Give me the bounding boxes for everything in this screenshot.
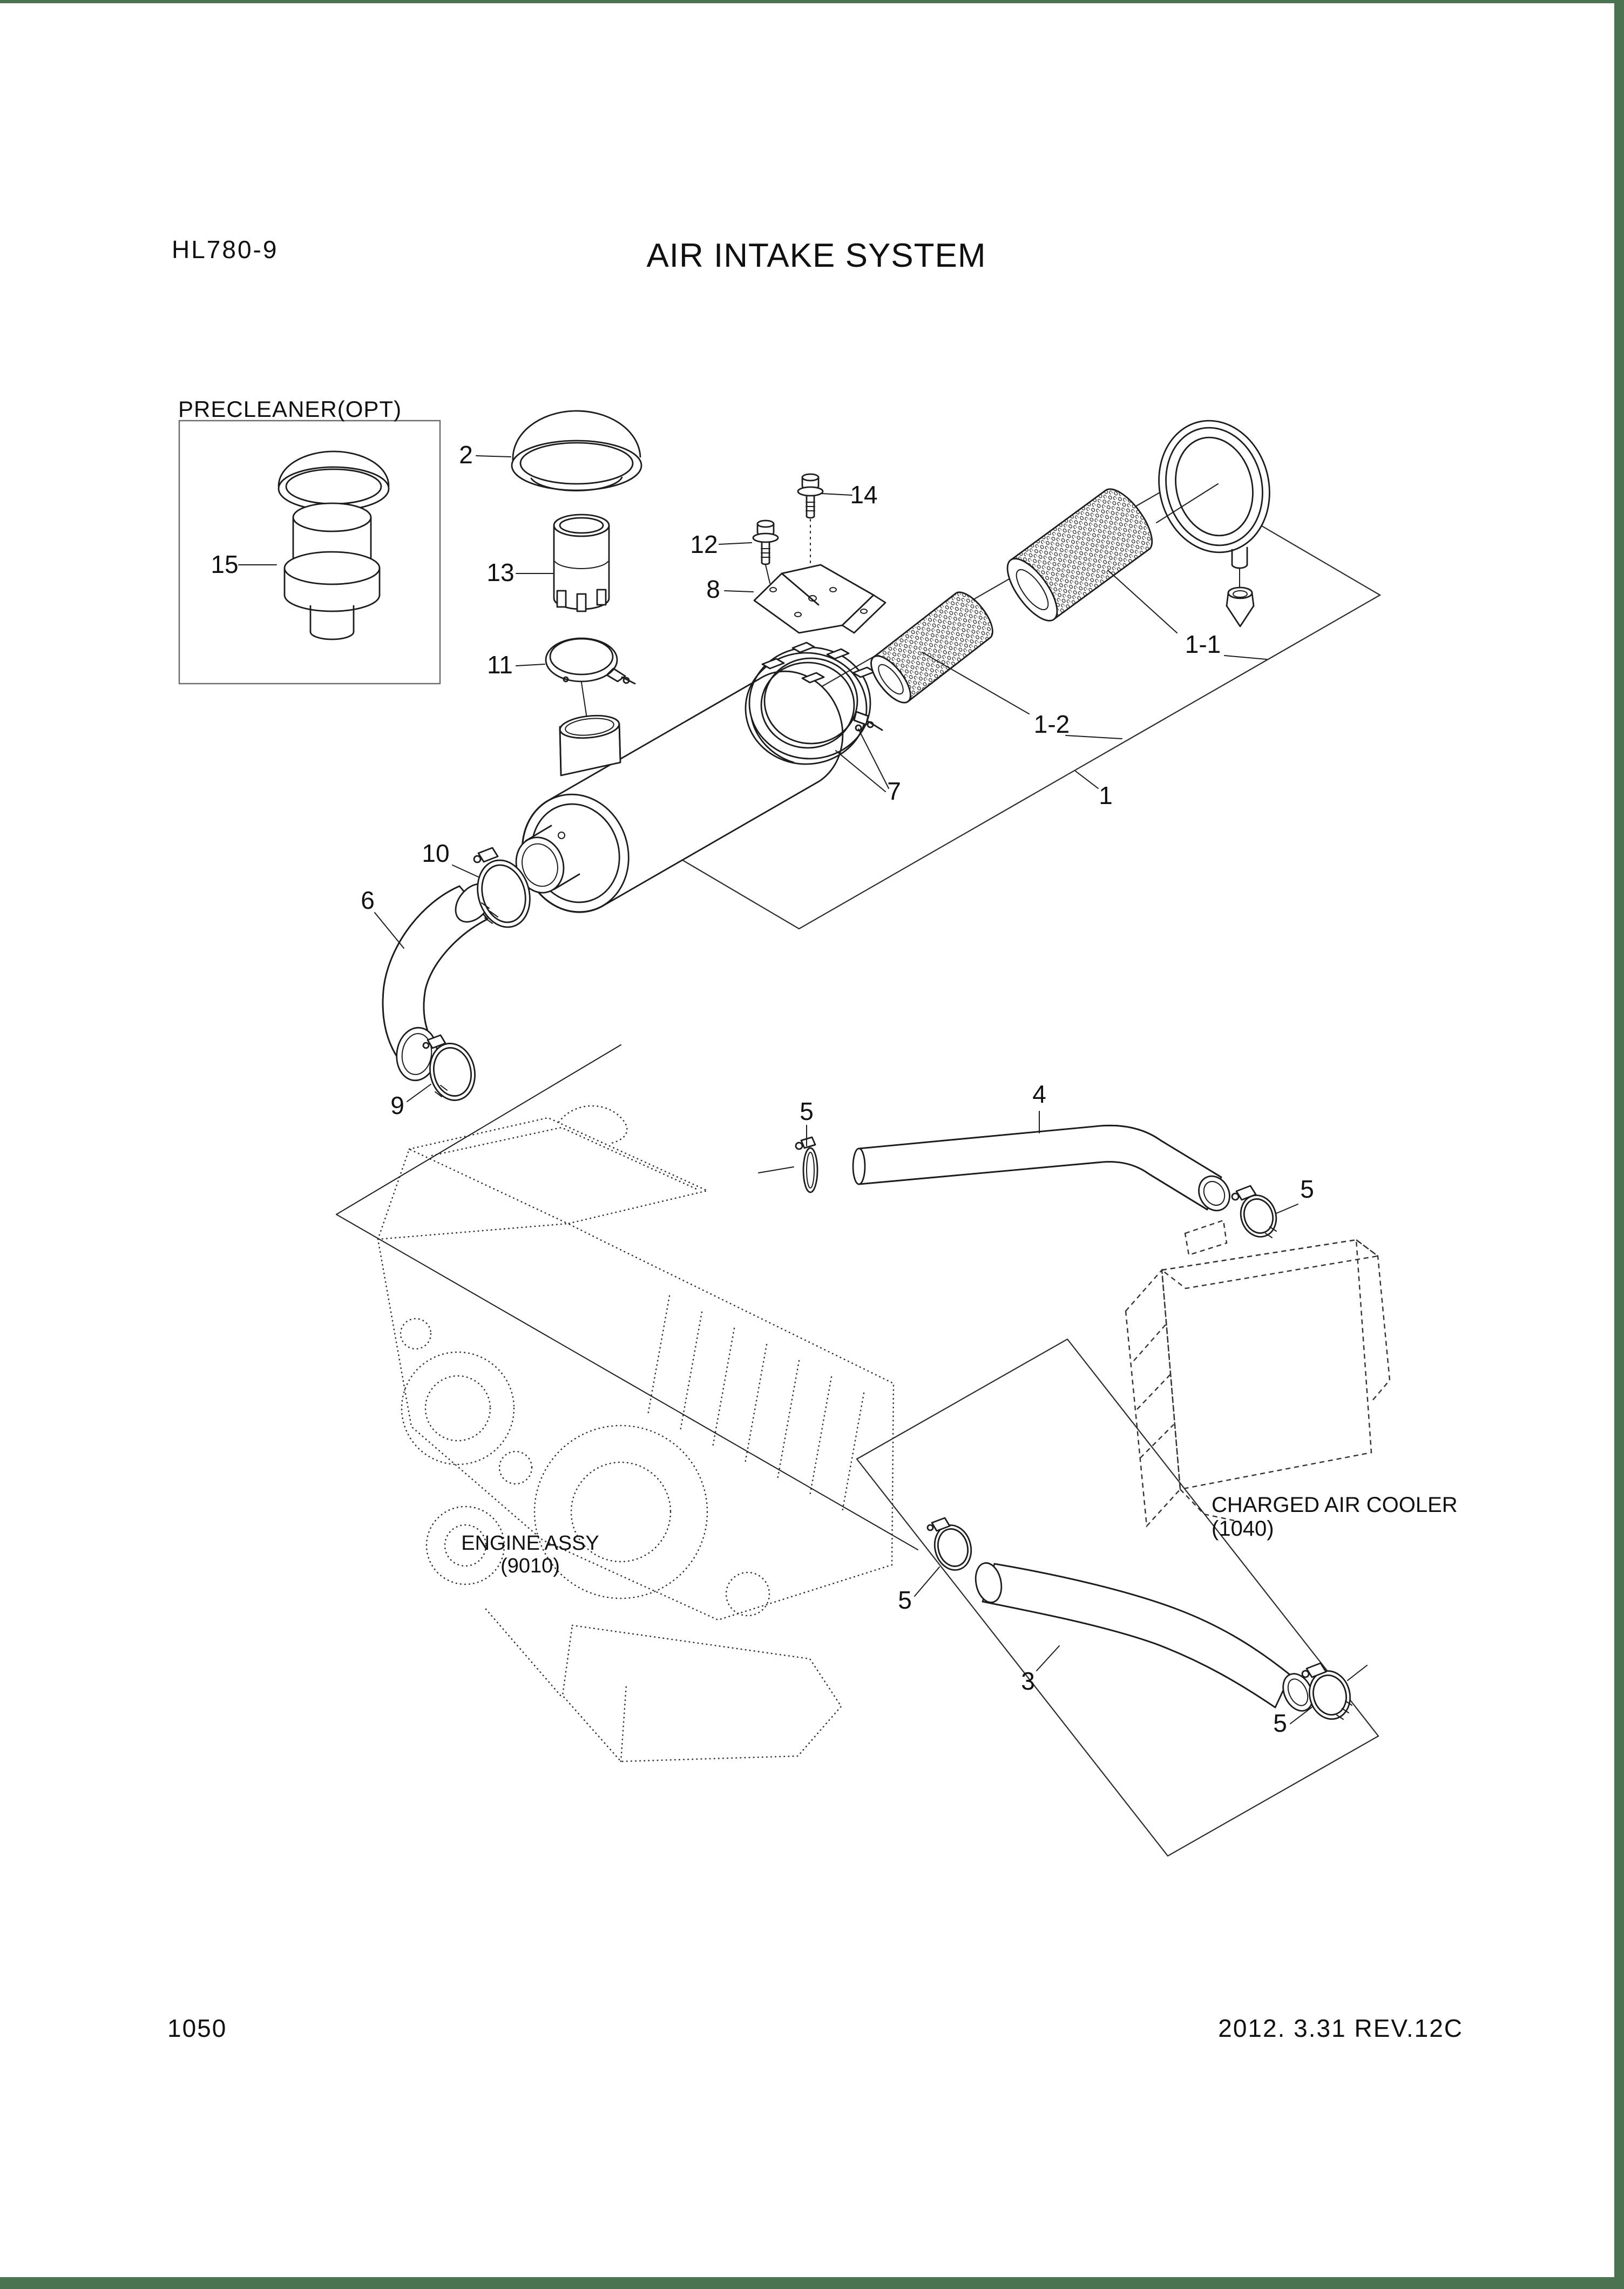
part-7-clamp-ring: [745, 642, 883, 765]
air-cleaner-body: [515, 670, 844, 913]
page-title: AIR INTAKE SYSTEM: [646, 237, 986, 274]
callout-12: 12: [690, 530, 718, 558]
callout-3: 3: [1021, 1667, 1035, 1695]
engine-boundary-lines: [336, 1044, 918, 1550]
callout-5a: 5: [800, 1097, 814, 1125]
callout-6: 6: [361, 886, 375, 914]
charged-air-cooler-art: [1125, 1219, 1391, 1528]
dust-ejector-valve: [1156, 483, 1255, 627]
element-cover: [1158, 420, 1270, 589]
part-9-clamp: [422, 1034, 476, 1101]
part-6-elbow-hose: [382, 883, 492, 1082]
callout-1-2: 1-2: [1034, 710, 1070, 738]
page-border-bottom: [0, 2277, 1624, 2289]
cooler-code: (1040): [1212, 1517, 1274, 1541]
part-12-bolt: [752, 519, 779, 584]
part-2-rain-cap: [511, 410, 642, 492]
callout-8: 8: [706, 575, 720, 603]
callout-5d: 5: [1273, 1709, 1287, 1737]
page-number: 1050: [167, 2014, 227, 2042]
part-3-hose: [975, 1562, 1314, 1712]
engine-assembly-art: [377, 1105, 895, 1763]
callout-1-1: 1-1: [1185, 630, 1221, 658]
part-8-bracket: [753, 564, 887, 634]
callout-5c: 5: [898, 1586, 912, 1614]
group3-boundary: [856, 1338, 1379, 1857]
callout-4: 4: [1032, 1080, 1046, 1108]
page-border-top: [0, 0, 1624, 3]
page-border-right: [1614, 0, 1624, 2289]
callout-2: 2: [459, 441, 473, 469]
callout-14: 14: [850, 481, 877, 509]
callout-1: 1: [1099, 781, 1113, 809]
callout-7: 7: [887, 777, 901, 805]
part-5a-clamp: [795, 1136, 818, 1193]
callout-11: 11: [487, 651, 513, 679]
part-1-2-inner-element: [870, 591, 993, 704]
part-15-precleaner: [278, 450, 390, 640]
group1-boundary: [600, 478, 1382, 930]
precleaner-box: [178, 420, 441, 685]
engine-assy-code: (9010): [500, 1555, 560, 1577]
callout-15: 15: [211, 550, 238, 578]
part-10-clamp: [473, 847, 531, 928]
part-4-tube: [852, 1124, 1230, 1212]
callout-10: 10: [422, 839, 449, 867]
leader-lines: [238, 455, 1314, 1724]
part-5d-clamp: [1301, 1662, 1368, 1720]
revision-label: 2012. 3.31 REV.12C: [1218, 2014, 1463, 2042]
callout-5b: 5: [1300, 1175, 1314, 1203]
part-11-clamp: [545, 637, 636, 719]
precleaner-title: PRECLEANER(OPT): [178, 396, 402, 422]
part-5b-clamp: [1231, 1185, 1277, 1238]
cooler-label: CHARGED AIR COOLER: [1212, 1493, 1458, 1517]
part-14-bolt: [797, 473, 824, 623]
model-label: HL780-9: [172, 235, 278, 264]
part-5c-clamp: [926, 1517, 972, 1571]
engine-assy-label: ENGINE ASSY: [461, 1532, 599, 1555]
callout-13: 13: [486, 558, 514, 586]
part-1-1-outer-element: [1006, 488, 1153, 622]
callout-9: 9: [390, 1091, 404, 1119]
part-13-tube: [553, 514, 610, 612]
